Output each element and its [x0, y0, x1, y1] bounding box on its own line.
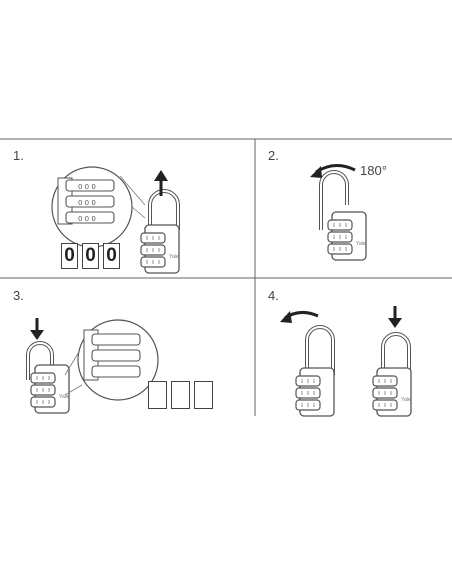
step1-padlock: [140, 189, 180, 274]
step1-brand-mark: Yale: [169, 254, 179, 260]
step1-up-arrow-icon: [154, 170, 168, 196]
step4-padlock-right: [372, 332, 412, 417]
new-combination-digit-2: [171, 381, 190, 409]
rotation-label: 180°: [360, 163, 387, 178]
step3-brand-mark: Yale: [59, 394, 69, 400]
combination-digit-2: 0: [82, 243, 99, 269]
step-number-2: 2.: [268, 148, 279, 163]
step4-rotate-arrow-icon: [280, 311, 319, 323]
combination-digit-3: 0: [103, 243, 120, 269]
step2-brand-mark: Yale: [356, 241, 366, 247]
step4-brand-mark: Yale: [401, 397, 411, 403]
step-number-4: 4.: [268, 288, 279, 303]
step3-magnifier: [64, 319, 159, 401]
step1-magnifier: 0 0 0 0 0 0 0 0 0: [51, 166, 146, 248]
new-combination-digit-3: [194, 381, 213, 409]
step3-padlock: [26, 341, 70, 414]
step-number-1: 1.: [13, 148, 24, 163]
svg-text:0 0 0: 0 0 0: [78, 199, 96, 207]
step2-rotate-arrow-icon: [310, 164, 356, 178]
new-combination-digit-1: [148, 381, 167, 409]
step4-padlock-left: [295, 325, 335, 417]
step-number-3: 3.: [13, 288, 24, 303]
combination-digit-1: 0: [61, 243, 78, 269]
svg-text:0 0 0: 0 0 0: [78, 215, 96, 223]
step2-padlock: [319, 170, 367, 261]
step4-down-arrow-icon: [388, 306, 402, 328]
step3-down-arrow-icon: [30, 318, 44, 340]
svg-text:0 0 0: 0 0 0: [78, 183, 96, 191]
